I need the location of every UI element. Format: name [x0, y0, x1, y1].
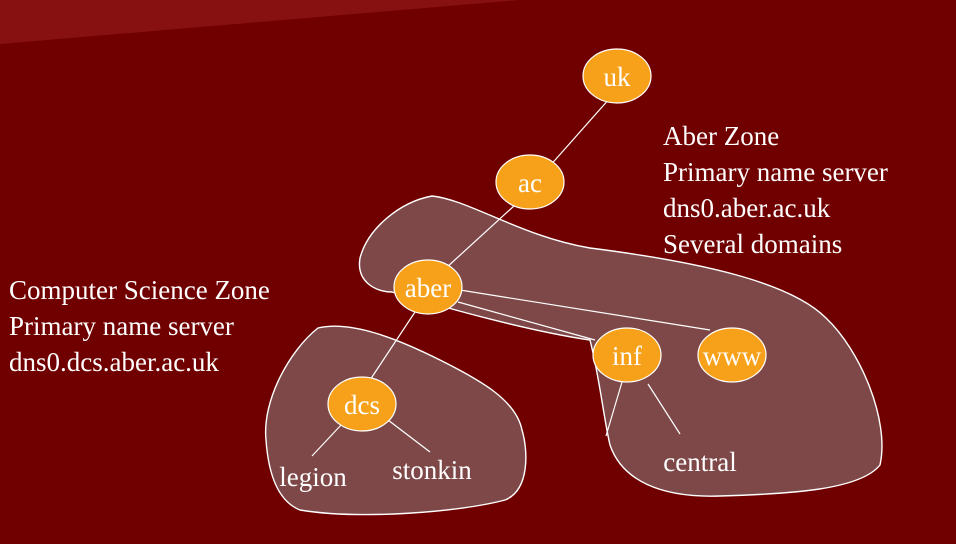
edge-aber-dcs — [369, 311, 416, 381]
edges — [311, 97, 711, 457]
aber-zone-server-heading: Primary name server — [663, 157, 888, 187]
node-uk-label: uk — [604, 62, 632, 92]
aber-zone-title: Aber Zone — [663, 121, 780, 151]
edge-dcs-legion — [311, 423, 343, 457]
node-ac-label: ac — [518, 168, 542, 198]
edge-uk-ac — [547, 97, 611, 169]
aber-zone-description: Aber Zone Primary name server dns0.aber.… — [663, 118, 888, 262]
leaf-central-label: central — [663, 447, 736, 477]
node-inf: inf — [592, 327, 662, 383]
leaf-legion-label: legion — [279, 462, 347, 492]
node-aber-label: aber — [405, 273, 451, 303]
edge-aber-www — [459, 289, 711, 331]
leaf-stonkin-label: stonkin — [392, 455, 472, 485]
background-band — [0, 0, 520, 44]
node-aber: aber — [393, 259, 463, 315]
node-dcs-label: dcs — [344, 390, 380, 420]
edge-inf-left — [605, 381, 623, 437]
edge-aber-inf — [457, 301, 596, 341]
node-www-label: www — [703, 341, 762, 371]
edge-ac-aber — [445, 204, 516, 269]
node-www: www — [697, 327, 767, 383]
node-ac: ac — [495, 154, 565, 210]
edge-inf-central — [647, 383, 681, 435]
aber-zone-note: Several domains — [663, 229, 843, 259]
node-inf-label: inf — [612, 341, 642, 371]
cs-zone-region — [264, 325, 527, 516]
node-uk: uk — [582, 48, 652, 104]
cs-zone-description: Computer Science Zone Primary name serve… — [9, 272, 270, 380]
cs-zone-server-heading: Primary name server — [9, 311, 234, 341]
cs-zone-server-name: dns0.dcs.aber.ac.uk — [9, 347, 219, 377]
cs-zone-title: Computer Science Zone — [9, 275, 270, 305]
edge-dcs-stonkin — [387, 419, 431, 453]
node-dcs: dcs — [327, 376, 397, 432]
aber-zone-server-name: dns0.aber.ac.uk — [663, 193, 831, 223]
